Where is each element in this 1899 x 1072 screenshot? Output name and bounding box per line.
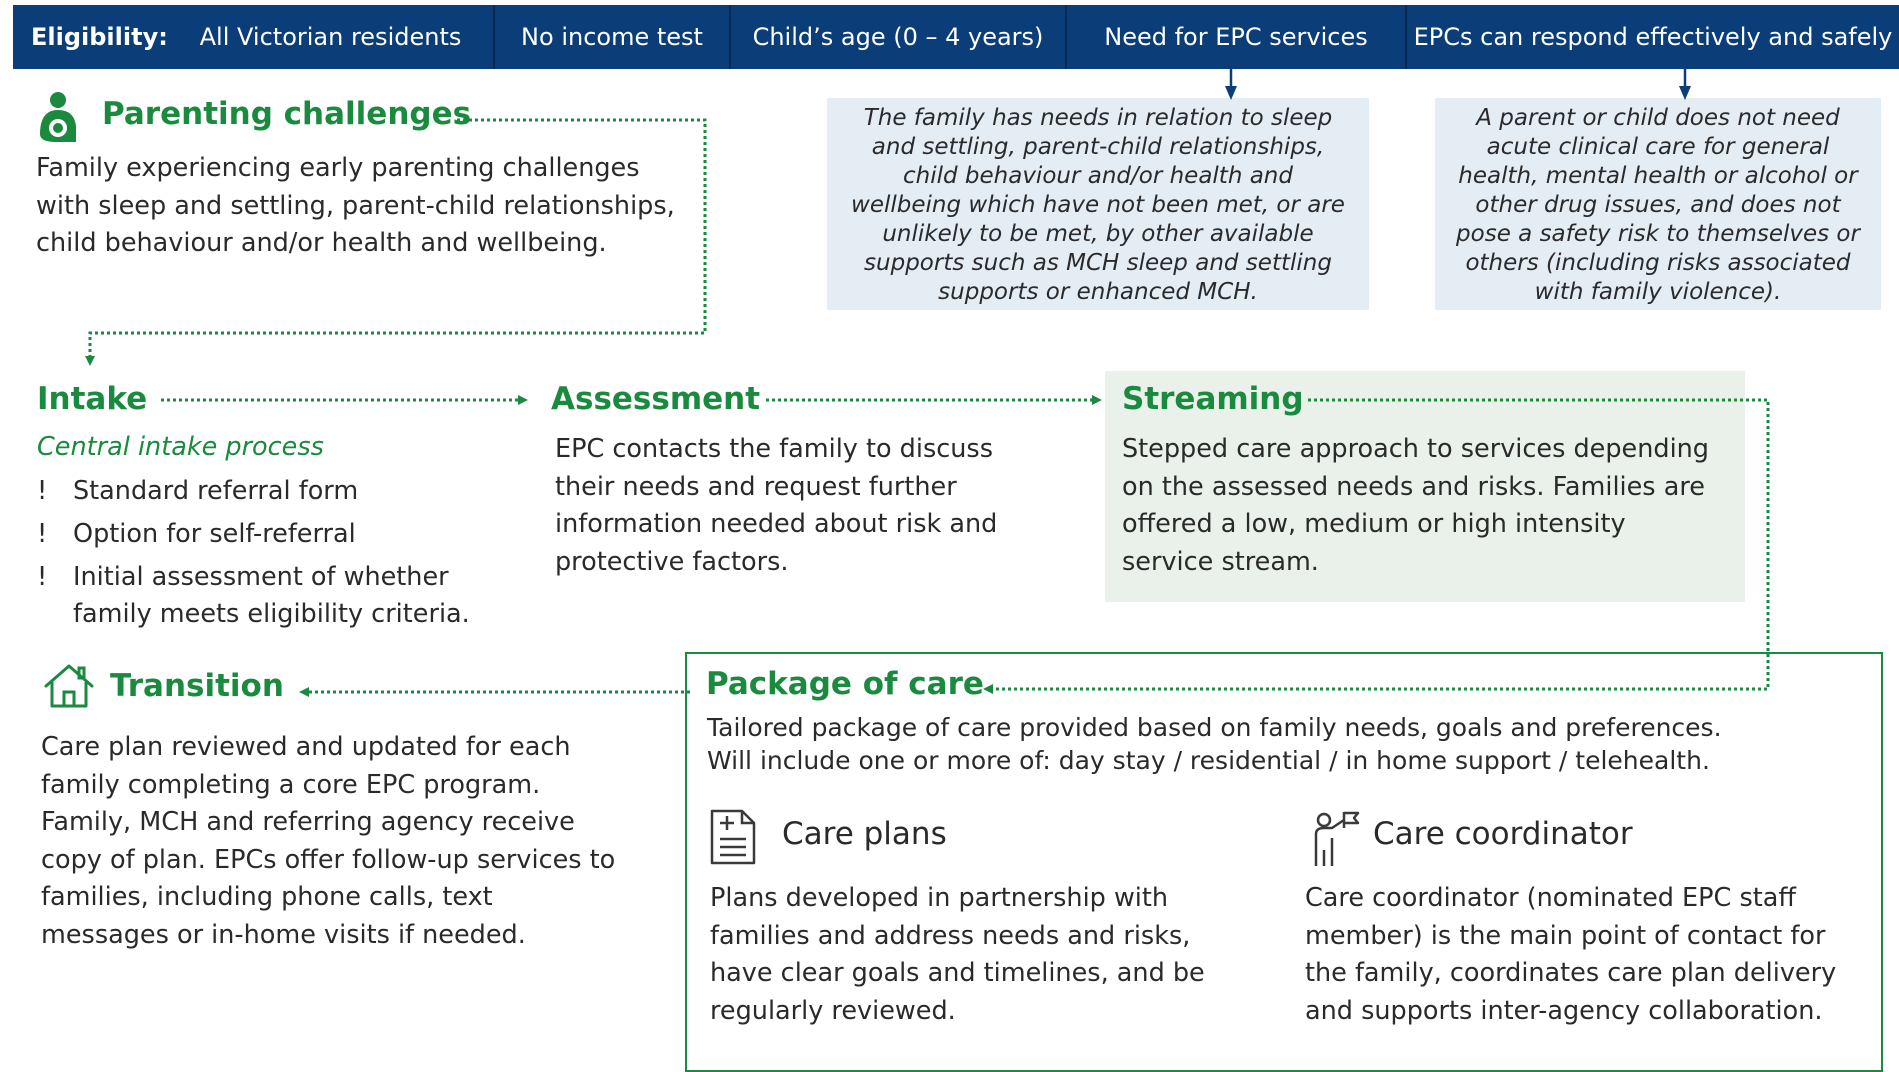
bullet-text-continued: family meets eligibility criteria. [73, 599, 470, 629]
eligibility-bar: Eligibility: All Victorian residents No … [13, 5, 1899, 69]
parenting-challenges-title: Parenting challenges [102, 96, 472, 132]
bullet-text: Initial assessment of whether [73, 562, 449, 592]
streaming-title: Streaming [1122, 381, 1304, 417]
intake-bullet: ! Initial assessment of whether family m… [37, 559, 517, 637]
eligibility-label: Eligibility: [31, 23, 168, 51]
eligibility-age: Child’s age (0 – 4 years) [729, 5, 1065, 69]
package-of-care-line1: Tailored package of care provided based … [707, 713, 1722, 742]
assessment-title: Assessment [551, 381, 761, 417]
bullet-mark: ! [37, 519, 48, 549]
package-of-care-title: Package of care [706, 666, 984, 702]
streaming-box [1105, 371, 1745, 602]
bullet-mark: ! [37, 476, 48, 506]
eligibility-residents: All Victorian residents [199, 23, 462, 51]
bullet-text: Option for self-referral [73, 519, 356, 549]
parent-child-icon [40, 92, 76, 142]
assessment-body: EPC contacts the family to discuss their… [555, 434, 998, 577]
house-icon [44, 664, 94, 708]
document-icon [710, 809, 756, 865]
transition-body: Care plan reviewed and updated for each … [41, 732, 616, 950]
care-coordinator-body: Care coordinator (nominated EPC staff me… [1305, 883, 1837, 1026]
transition-title: Transition [110, 668, 284, 704]
care-plans-title: Care plans [782, 816, 947, 852]
safety-info-box: A parent or child does not need acute cl… [1435, 98, 1881, 310]
bullet-text: Standard referral form [73, 476, 359, 506]
intake-title: Intake [37, 381, 148, 417]
eligibility-need: Need for EPC services [1065, 5, 1405, 69]
intake-bullet: ! Standard referral form [37, 473, 517, 513]
eligibility-safety: EPCs can respond effectively and safely [1405, 5, 1899, 69]
care-plans-body: Plans developed in partnership with fami… [710, 883, 1205, 1026]
intake-subtitle: Central intake process [37, 432, 324, 462]
bullet-mark: ! [37, 562, 48, 592]
intake-bullet: ! Option for self-referral [37, 516, 517, 556]
package-of-care-line2: Will include one or more of: day stay / … [707, 746, 1710, 775]
need-info-box: The family has needs in relation to slee… [827, 98, 1369, 310]
parenting-challenges-body: Family experiencing early parenting chal… [36, 153, 675, 258]
coordinator-icon [1314, 811, 1360, 866]
streaming-body: Stepped care approach to services depend… [1122, 434, 1709, 577]
streaming-to-package-connector [983, 398, 1770, 694]
care-coordinator-title: Care coordinator [1373, 816, 1633, 852]
eligibility-income: No income test [493, 5, 729, 69]
